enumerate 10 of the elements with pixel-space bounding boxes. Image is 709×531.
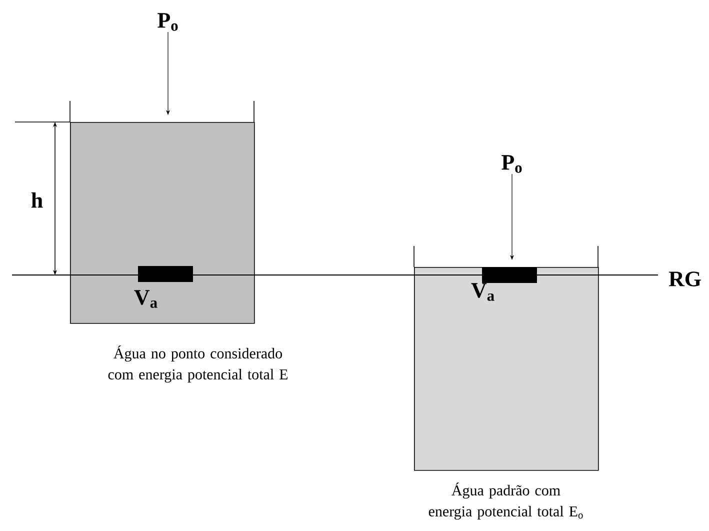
height-label: h: [31, 192, 43, 208]
container-label: Água padrão com energia potencial total E$_{o}$: [428, 482, 583, 520]
pressure-label: P$_{o}$: [502, 155, 522, 173]
container-label: Água no ponto considerado com energia potencial total E: [108, 345, 288, 383]
pressure-label: P$_{o}$: [158, 13, 178, 31]
volume-label: V$_{a}$: [471, 283, 494, 301]
reference-label: RG: [668, 272, 701, 286]
water-container: [414, 246, 599, 471]
water-container: [70, 100, 255, 324]
volume-label: V$_{a}$: [134, 290, 158, 308]
